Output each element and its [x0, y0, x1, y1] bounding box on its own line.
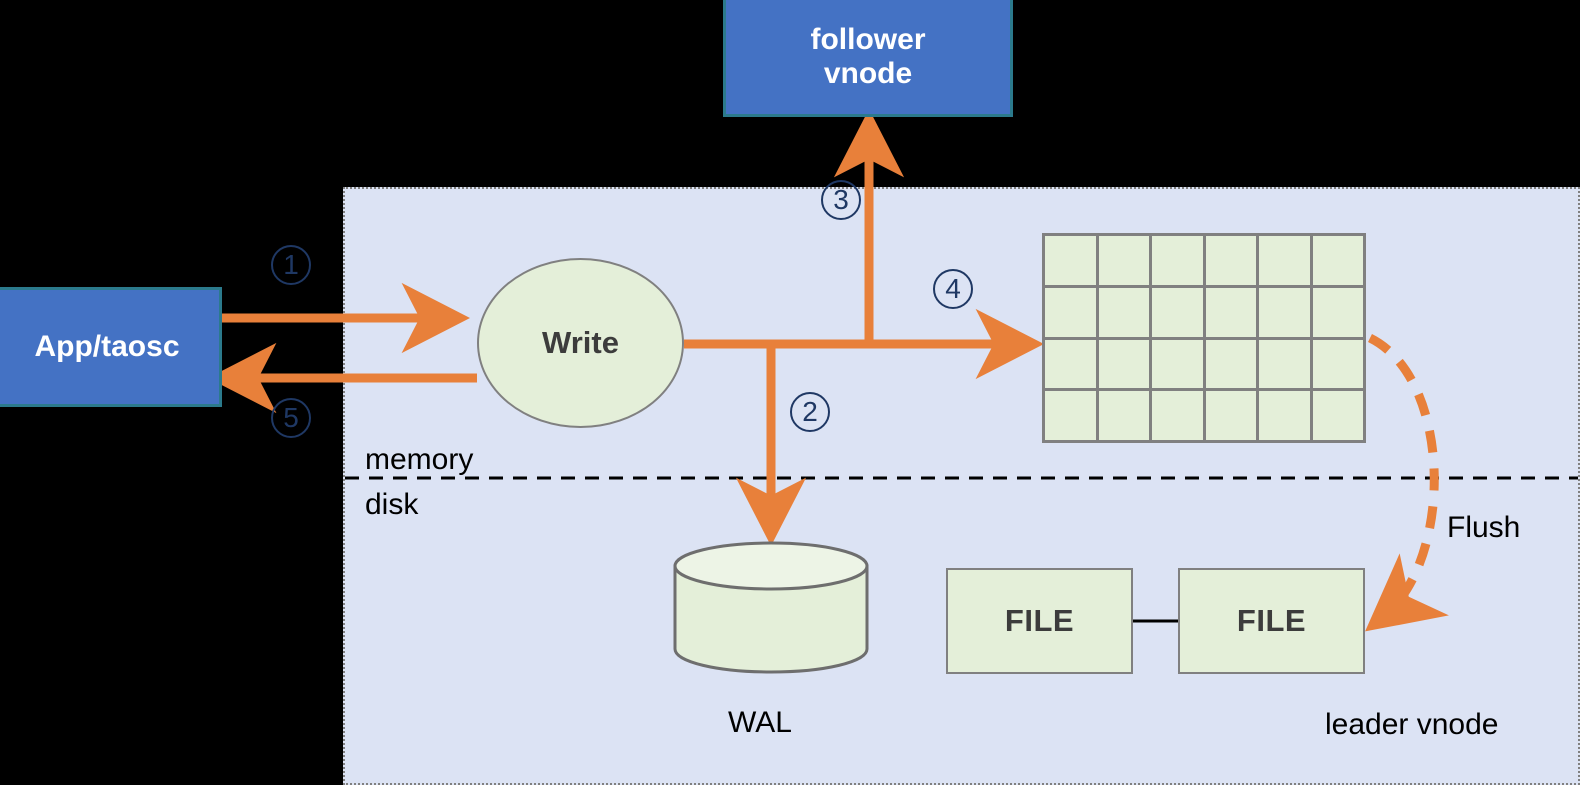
- write-label: Write: [542, 325, 619, 360]
- memtable-cell: [1045, 236, 1096, 285]
- file-box-1-label: FILE: [1004, 603, 1075, 638]
- memtable-cell: [1259, 339, 1310, 389]
- memtable-cell: [1098, 236, 1149, 285]
- app-taosc-node[interactable]: App/taosc: [0, 287, 222, 407]
- memtable-cell: [1152, 391, 1203, 440]
- memtable-cell: [1259, 236, 1310, 285]
- memtable-cell: [1045, 339, 1096, 389]
- file-box-2-label: FILE: [1236, 603, 1307, 638]
- memtable-cell: [1312, 339, 1363, 389]
- memtable-cell: [1045, 287, 1096, 337]
- memtable-cell: [1152, 287, 1203, 337]
- wal-label: WAL: [728, 706, 792, 739]
- step-marker-4: 4: [933, 269, 973, 309]
- memtable-cell: [1098, 287, 1149, 337]
- file-box-1[interactable]: FILE: [946, 568, 1133, 674]
- memtable-cell: [1152, 236, 1203, 285]
- step-marker-1: 1: [271, 245, 311, 285]
- memtable-cell: [1312, 287, 1363, 337]
- app-taosc-label: App/taosc: [34, 330, 180, 363]
- follower-vnode-label: follower vnode: [810, 23, 925, 91]
- memtable-cell: [1205, 287, 1256, 337]
- step-marker-3: 3: [821, 180, 861, 220]
- disk-label: disk: [365, 488, 419, 521]
- memtable-cell: [1098, 391, 1149, 440]
- arrow-flush: [1365, 333, 1449, 632]
- wal-cylinder[interactable]: [672, 540, 870, 675]
- flush-label: Flush: [1447, 511, 1521, 544]
- memtable-cell: [1205, 339, 1256, 389]
- step-marker-5: 5: [271, 398, 311, 438]
- leader-vnode-label: leader vnode: [1325, 708, 1499, 741]
- memory-label: memory: [365, 443, 474, 476]
- memtable-cell: [1312, 391, 1363, 440]
- memtable-cell: [1312, 236, 1363, 285]
- memtable-cell: [1259, 391, 1310, 440]
- follower-vnode-label-line1: follower: [810, 23, 926, 56]
- step-marker-2: 2: [790, 392, 830, 432]
- memtable-cell: [1098, 339, 1149, 389]
- memtable-cell: [1259, 287, 1310, 337]
- follower-vnode-node[interactable]: follower vnode: [723, 0, 1013, 117]
- memtable-cell: [1205, 391, 1256, 440]
- memtable-cell: [1045, 391, 1096, 440]
- memtable-cell: [1152, 339, 1203, 389]
- memtable-grid[interactable]: [1042, 233, 1366, 443]
- file-box-2[interactable]: FILE: [1178, 568, 1365, 674]
- memtable-cell: [1205, 236, 1256, 285]
- follower-vnode-label-line2: vnode: [823, 57, 913, 90]
- write-node[interactable]: Write: [477, 258, 684, 428]
